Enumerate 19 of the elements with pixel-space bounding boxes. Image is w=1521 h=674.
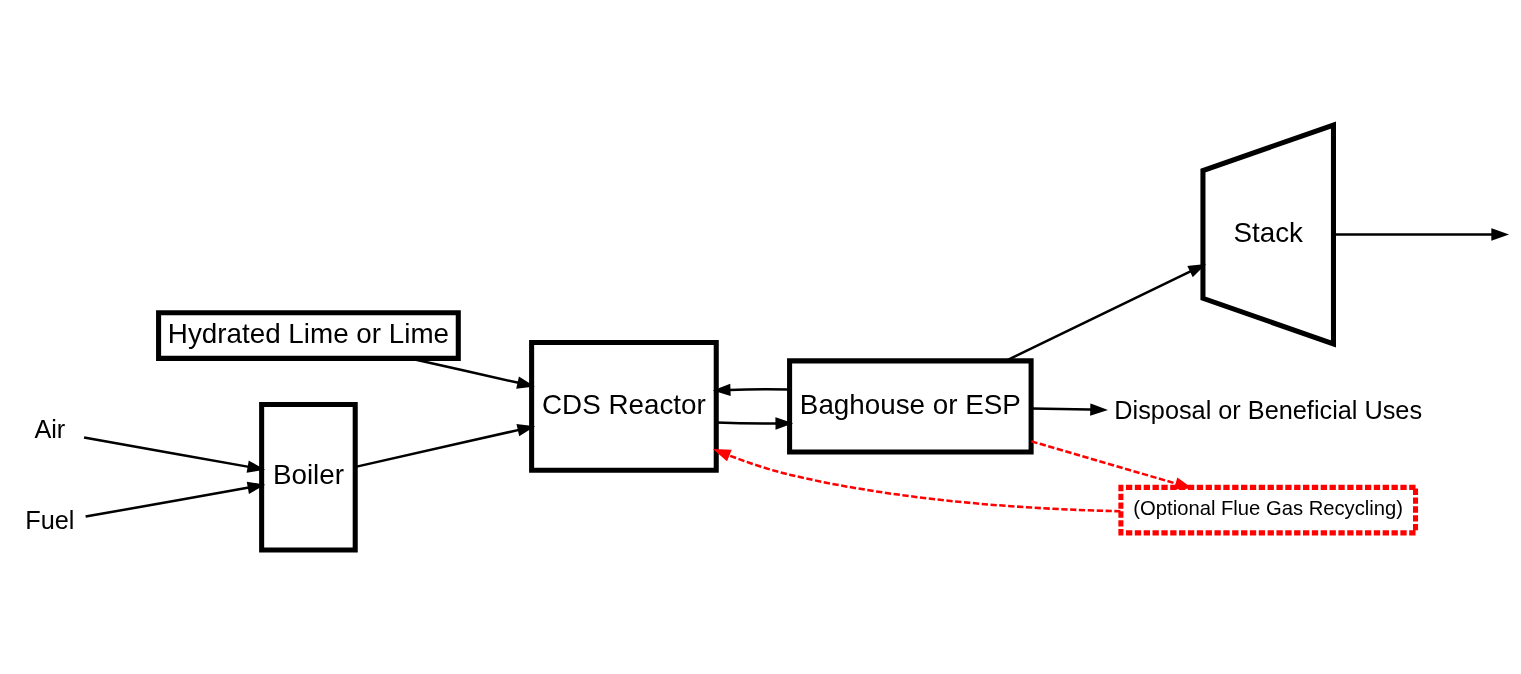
arrow: [712, 448, 1121, 513]
arrow: [712, 383, 790, 396]
node-text: Fuel: [25, 505, 75, 534]
arrow: [410, 356, 535, 389]
arrow: [1005, 263, 1206, 362]
arrow: [1333, 227, 1510, 241]
node-box: Stack: [1200, 121, 1336, 347]
arrow: [355, 423, 536, 468]
node-box: Hydrated Lime or Lime: [156, 309, 461, 361]
arrow: [85, 481, 266, 518]
node-text: Disposal or Beneficial Uses: [1114, 395, 1423, 424]
node-box: (Optional Flue Gas Recycling): [1118, 484, 1419, 535]
node-box: Baghouse or ESP: [787, 357, 1034, 454]
arrow: [716, 416, 794, 430]
node-box: Boiler: [259, 401, 358, 552]
node-text: Air: [34, 414, 66, 443]
arrow: [1031, 402, 1108, 416]
arrow: [83, 435, 266, 473]
node-box: CDS Reactor: [529, 339, 719, 473]
